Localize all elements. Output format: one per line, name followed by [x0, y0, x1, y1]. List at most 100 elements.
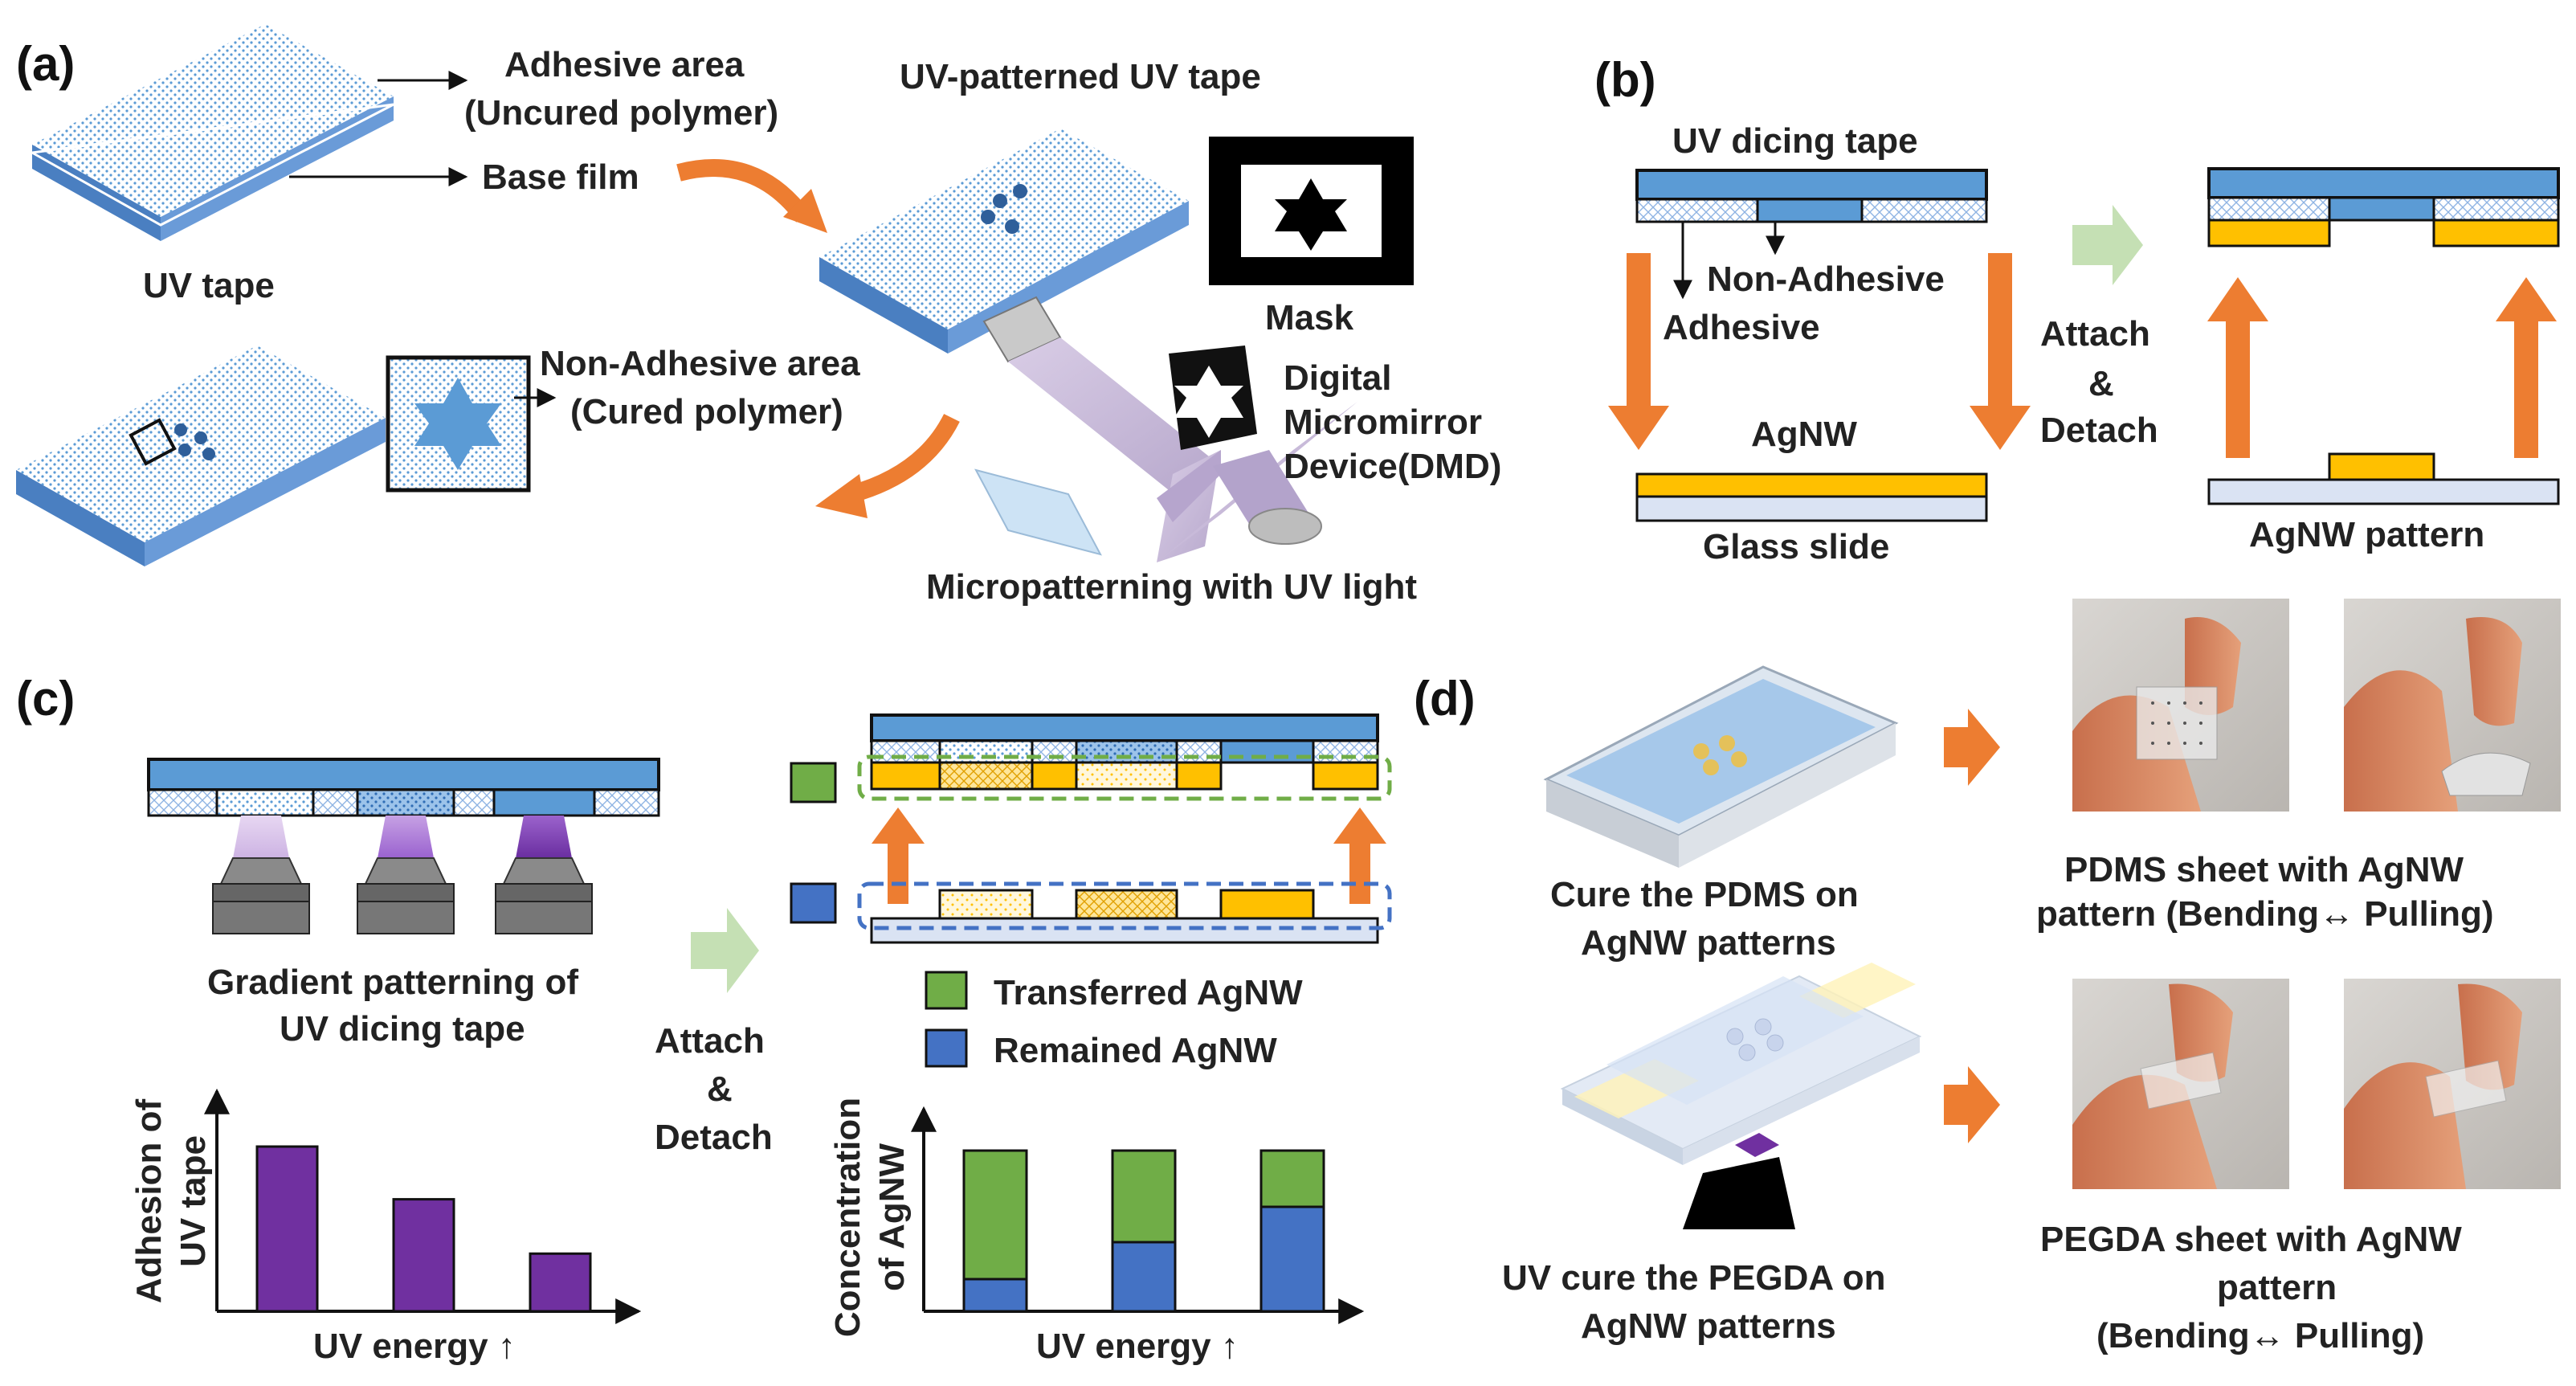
gradient-label-1: Gradient patterning of — [207, 963, 578, 1002]
transferred-agnw-bar — [1259, 1149, 1325, 1208]
pegda-photo-bending — [2072, 979, 2289, 1189]
legend-swatch-transferred — [925, 971, 968, 1010]
agnw-label: AgNW — [1751, 415, 1857, 454]
non-adhesive-label: Non-Adhesive — [1707, 260, 1945, 299]
mid-dose-region — [1075, 739, 1178, 764]
pdms-cure-label-1: Cure the PDMS on — [1550, 875, 1859, 914]
adhesive-region — [870, 739, 941, 764]
dmd-label-3: Device(DMD) — [1284, 447, 1501, 486]
chart2-xlabel: UV energy ↑ — [1036, 1327, 1239, 1366]
projection-slide — [974, 468, 1102, 556]
chart2-ylabel-2: of AgNW — [872, 1143, 912, 1291]
transferred-agnw — [1075, 761, 1178, 791]
detach-label: Detach — [2040, 411, 2158, 450]
low-dose-region — [215, 788, 315, 817]
panel-c-label: (c) — [16, 672, 75, 726]
glass-slide — [2207, 478, 2560, 505]
low-dose-region — [938, 739, 1034, 764]
up-arrow-left — [872, 807, 925, 904]
non-adhesive-region — [1756, 198, 1864, 223]
dmd-label-2: Micromirror — [1284, 403, 1482, 442]
uv-tape-label: UV tape — [143, 266, 275, 305]
pdms-photo-bending — [2072, 599, 2289, 812]
pegda-cure-label-2: AgNW patterns — [1581, 1306, 1836, 1346]
up-arrow-left — [2207, 277, 2268, 458]
pegda-sheet-label-3: (Bending↔ Pulling) — [2096, 1316, 2424, 1355]
dmd-label-1: Digital — [1284, 358, 1391, 398]
down-arrow-left — [1608, 253, 1669, 450]
mask-label: Mask — [1265, 298, 1354, 337]
star-icon — [1275, 178, 1347, 251]
pegda-sheet-label-2: pattern — [2217, 1268, 2337, 1307]
process-arrow-2-head — [815, 474, 868, 518]
attach-label: Attach — [2040, 314, 2150, 354]
panel-b-label: (b) — [1594, 53, 1656, 107]
star-icon — [414, 378, 501, 470]
pegda-photo-pulling — [2344, 979, 2561, 1189]
remained-agnw-bar — [1111, 1241, 1177, 1313]
micropatterning-label: Micropatterning with UV light — [926, 567, 1417, 607]
uv-dicing-tape-label: UV dicing tape — [1672, 121, 1918, 161]
non-adhesive-area-label: Non-Adhesive area — [540, 344, 860, 383]
pdms-tray — [1543, 665, 1899, 868]
base-film-label: Base film — [482, 157, 639, 197]
pegda-cure-label-1: UV cure the PEGDA on — [1502, 1258, 1886, 1298]
adhesive-region — [452, 788, 496, 817]
mask — [1209, 137, 1414, 285]
attach-arrow — [691, 908, 759, 993]
dicing-tape-base — [1635, 169, 1988, 201]
pegda-setup — [1560, 963, 1922, 1229]
mid-dose-region — [356, 788, 455, 817]
arrow-to-pdms-photos — [1944, 709, 2000, 786]
transferred-agnw-bar — [962, 1149, 1028, 1281]
transferred-agnw — [2207, 219, 2331, 247]
transferred-agnw — [1031, 761, 1078, 791]
remained-agnw-bar — [1259, 1205, 1325, 1313]
agnw-pattern-label: AgNW pattern — [2249, 515, 2484, 554]
adhesion-bar — [529, 1252, 592, 1313]
remained-marker — [790, 882, 837, 924]
glass-slide — [1635, 495, 1988, 522]
dicing-tape-base — [147, 758, 660, 791]
dicing-tape-base — [2207, 167, 2560, 199]
remained-agnw-bar — [962, 1278, 1028, 1313]
transferred-agnw — [2432, 219, 2560, 247]
transferred-agnw — [938, 761, 1034, 791]
glass-slide — [870, 917, 1379, 944]
adhesive-region — [147, 788, 218, 817]
gradient-label-2: UV dicing tape — [280, 1009, 525, 1049]
remained-agnw — [1075, 889, 1178, 920]
panel-d-label: (d) — [1414, 672, 1476, 726]
chart1-xlabel: UV energy ↑ — [313, 1327, 516, 1366]
chart1-ylabel-2: UV tape — [174, 1135, 213, 1267]
adhesive-region — [312, 788, 359, 817]
remained-agnw — [1219, 889, 1315, 920]
adhesive-region — [1635, 198, 1759, 223]
lens-cylinder — [1213, 450, 1322, 545]
amp-label: & — [707, 1069, 733, 1109]
uv-source-low — [212, 816, 310, 934]
process-arrow-1 — [676, 159, 810, 223]
non-adhesive-region — [2328, 196, 2435, 222]
adhesive-region — [1175, 739, 1223, 764]
transferred-agnw — [870, 761, 941, 791]
pegda-sheet-label-1: PEGDA sheet with AgNW — [2040, 1220, 2462, 1259]
adhesive-area-label: Adhesive area — [504, 45, 745, 84]
agnw-pattern-residual — [2328, 452, 2435, 481]
remained-group-box — [857, 881, 1392, 930]
process-arrow-1-head — [783, 189, 827, 233]
pdms-photo-pulling — [2344, 599, 2561, 812]
remained-agnw — [938, 889, 1034, 920]
legend-swatch-remained — [925, 1028, 968, 1068]
pdms-sheet-label-2: pattern (Bending↔ Pulling) — [2036, 894, 2494, 934]
legend-transferred: Transferred AgNW — [994, 973, 1303, 1012]
adhesion-bar — [392, 1198, 455, 1313]
adhesive-region — [1031, 739, 1078, 764]
adhesive-region — [2432, 196, 2560, 222]
transferred-agnw-bar — [1111, 1149, 1177, 1244]
cured-polymer-label: (Cured polymer) — [570, 392, 843, 431]
panel-b: (b) UV dicing tape Non-Adhesive Adhesive… — [1594, 53, 2560, 566]
adhesion-bar — [255, 1145, 319, 1313]
high-dose-region — [492, 788, 596, 817]
